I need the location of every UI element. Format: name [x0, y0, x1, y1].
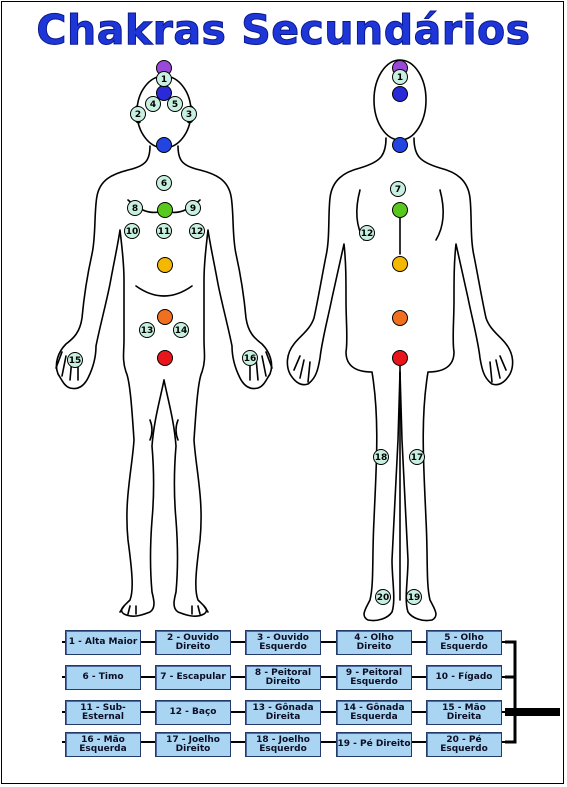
front-marker-label-10: 10	[126, 227, 139, 237]
back-body-outline	[286, 59, 514, 622]
front-marker-label-15: 15	[69, 356, 82, 366]
legend-item: 20 - Pé Esquerdo	[426, 732, 502, 757]
front-throat-chakra	[156, 137, 172, 153]
front-marker-label-1: 1	[161, 75, 167, 85]
back-heart-chakra	[392, 202, 408, 218]
legend-item: 13 - Gônada Direita	[245, 700, 321, 725]
front-marker-6	[156, 175, 172, 191]
legend-item: 15 - Mão Direita	[426, 700, 502, 725]
front-marker-12	[189, 223, 205, 239]
back-brow-chakra	[392, 86, 408, 102]
back-marker-label-18: 18	[375, 453, 388, 463]
legend-item: 11 - Sub-Esternal	[65, 700, 141, 725]
back-root-chakra	[392, 350, 408, 366]
back-marker-label-12: 12	[361, 229, 374, 239]
legend-connectors	[62, 640, 560, 744]
legend-item: 10 - Fígado	[426, 665, 502, 690]
back-solar-chakra	[392, 256, 408, 272]
front-marker-15	[67, 352, 83, 368]
back-sacral-chakra	[392, 310, 408, 326]
legend-item: 14 - Gônada Esquerda	[336, 700, 412, 725]
front-marker-label-5: 5	[172, 100, 178, 110]
legend-item: 6 - Timo	[65, 665, 141, 690]
legend-item: 5 - Olho Esquerdo	[426, 630, 502, 655]
front-marker-label-8: 8	[132, 204, 138, 214]
legend-item: 9 - Peitoral Esquerdo	[336, 665, 412, 690]
front-marker-label-3: 3	[186, 110, 192, 120]
legend-item: 3 - Ouvido Esquerdo	[245, 630, 321, 655]
front-marker-label-11: 11	[158, 227, 171, 237]
legend-item: 4 - Olho Direito	[336, 630, 412, 655]
front-marker-3	[181, 106, 197, 122]
front-marker-5	[167, 96, 183, 112]
back-marker-19	[406, 589, 422, 605]
front-marker-label-9: 9	[190, 204, 196, 214]
back-throat-chakra	[392, 137, 408, 153]
legend-item: 17 - Joelho Direito	[155, 732, 231, 757]
front-brow-chakra	[156, 85, 172, 101]
front-marker-9	[185, 200, 201, 216]
front-marker-label-6: 6	[161, 179, 167, 189]
front-main-chakras	[156, 60, 173, 366]
front-sacral-chakra	[157, 309, 173, 325]
back-marker-label-20: 20	[377, 593, 390, 603]
back-marker-label-19: 19	[408, 593, 421, 603]
page-title: Chakras Secundários	[36, 6, 531, 55]
back-marker-label-1: 1	[397, 73, 403, 83]
legend-item: 18 - Joelho Esquerdo	[245, 732, 321, 757]
legend-item: 7 - Escapular	[155, 665, 231, 690]
front-marker-label-2: 2	[135, 110, 141, 120]
front-marker-1	[156, 71, 172, 87]
back-marker-17	[409, 449, 425, 465]
front-marker-16	[242, 350, 258, 366]
front-solar-chakra	[157, 257, 173, 273]
back-marker-18	[373, 449, 389, 465]
front-marker-label-12: 12	[191, 227, 204, 237]
front-marker-label-14: 14	[175, 326, 188, 336]
back-marker-12	[359, 225, 375, 241]
legend-item: 8 - Peitoral Direito	[245, 665, 321, 690]
legend-item: 19 - Pé Direito	[336, 732, 412, 757]
back-marker-label-17: 17	[411, 453, 424, 463]
front-body-outline	[55, 75, 273, 617]
back-marker-label-7: 7	[395, 185, 401, 195]
front-marker-4	[145, 96, 161, 112]
front-marker-10	[124, 223, 140, 239]
legend-item: 16 - Mão Esquerda	[65, 732, 141, 757]
front-marker-2	[130, 106, 146, 122]
legend-item: 12 - Baço	[155, 700, 231, 725]
front-marker-13	[139, 322, 155, 338]
front-marker-11	[156, 223, 172, 239]
back-marker-7	[390, 181, 406, 197]
front-marker-14	[173, 322, 189, 338]
back-marker-1	[392, 69, 408, 85]
legend-item: 1 - Alta Maior	[65, 630, 141, 655]
front-marker-8	[127, 200, 143, 216]
front-marker-label-4: 4	[150, 100, 156, 110]
front-marker-label-13: 13	[141, 326, 154, 336]
back-main-chakras	[392, 60, 408, 366]
front-heart-chakra	[157, 202, 173, 218]
legend-item: 2 - Ouvido Direito	[155, 630, 231, 655]
front-root-chakra	[157, 350, 173, 366]
front-marker-label-16: 16	[244, 354, 257, 364]
back-marker-20	[375, 589, 391, 605]
